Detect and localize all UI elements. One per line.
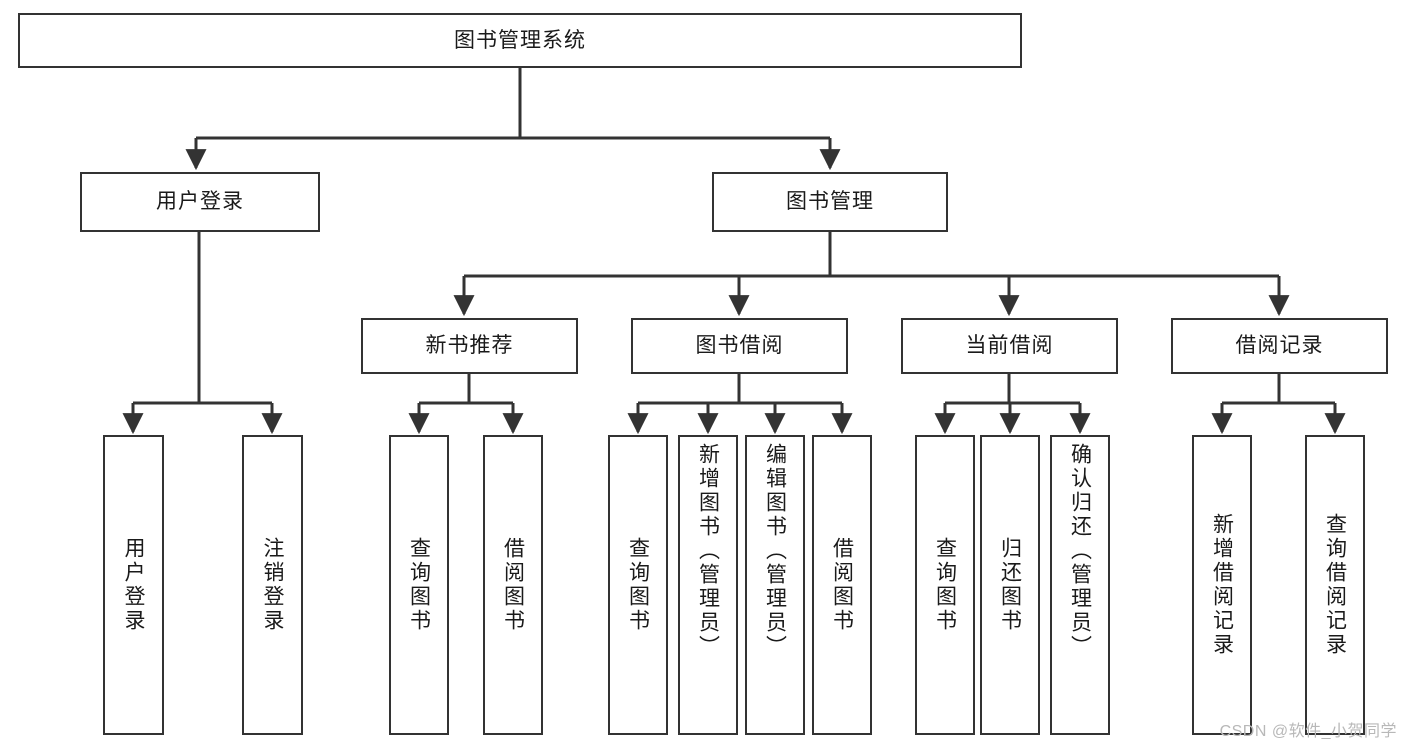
node-leaf-user-login-label: 用户登录 <box>122 537 145 633</box>
node-leaf-edit-book[interactable]: 编辑图书（管理员） <box>745 435 805 735</box>
node-leaf-borrow-book-2-label: 借阅图书 <box>830 537 854 633</box>
node-leaf-query-book-2[interactable]: 查询图书 <box>608 435 668 735</box>
node-leaf-query-book-1-label: 查询图书 <box>407 537 431 633</box>
node-leaf-return-book[interactable]: 归还图书 <box>980 435 1040 735</box>
node-leaf-borrow-book-1[interactable]: 借阅图书 <box>483 435 543 735</box>
node-borrow-record-label: 借阅记录 <box>1235 334 1324 358</box>
node-leaf-return-book-label: 归还图书 <box>998 537 1022 633</box>
node-leaf-query-book-3[interactable]: 查询图书 <box>915 435 975 735</box>
node-leaf-query-book-2-label: 查询图书 <box>626 537 650 633</box>
node-leaf-add-record[interactable]: 新增借阅记录 <box>1192 435 1252 735</box>
node-leaf-confirm-return[interactable]: 确认归还（管理员） <box>1050 435 1110 735</box>
node-leaf-user-login[interactable]: 用户登录 <box>103 435 164 735</box>
node-leaf-borrow-book-1-label: 借阅图书 <box>501 537 525 633</box>
node-book-borrow-label: 图书借阅 <box>695 334 784 358</box>
node-leaf-confirm-return-label: 确认归还（管理员） <box>1068 443 1092 659</box>
node-leaf-add-book-label: 新增图书（管理员） <box>696 443 720 659</box>
node-borrow-record[interactable]: 借阅记录 <box>1171 318 1388 374</box>
node-book-borrow[interactable]: 图书借阅 <box>631 318 848 374</box>
node-user-login-label: 用户登录 <box>156 190 244 214</box>
node-leaf-query-book-1[interactable]: 查询图书 <box>389 435 449 735</box>
node-root-label: 图书管理系统 <box>454 28 586 52</box>
node-leaf-user-logout-label: 注销登录 <box>261 537 284 633</box>
node-leaf-query-record[interactable]: 查询借阅记录 <box>1305 435 1365 735</box>
node-new-book-rec-label: 新书推荐 <box>425 334 514 358</box>
node-book-manage-label: 图书管理 <box>786 190 874 214</box>
node-leaf-query-book-3-label: 查询图书 <box>933 537 957 633</box>
node-leaf-user-logout[interactable]: 注销登录 <box>242 435 303 735</box>
node-current-borrow[interactable]: 当前借阅 <box>901 318 1118 374</box>
node-leaf-add-book[interactable]: 新增图书（管理员） <box>678 435 738 735</box>
node-leaf-edit-book-label: 编辑图书（管理员） <box>763 443 787 659</box>
node-root[interactable]: 图书管理系统 <box>18 13 1022 68</box>
node-new-book-rec[interactable]: 新书推荐 <box>361 318 578 374</box>
node-leaf-query-record-label: 查询借阅记录 <box>1323 513 1347 657</box>
node-user-login[interactable]: 用户登录 <box>80 172 320 232</box>
node-leaf-add-record-label: 新增借阅记录 <box>1210 513 1234 657</box>
node-leaf-borrow-book-2[interactable]: 借阅图书 <box>812 435 872 735</box>
node-current-borrow-label: 当前借阅 <box>965 334 1054 358</box>
node-book-manage[interactable]: 图书管理 <box>712 172 948 232</box>
